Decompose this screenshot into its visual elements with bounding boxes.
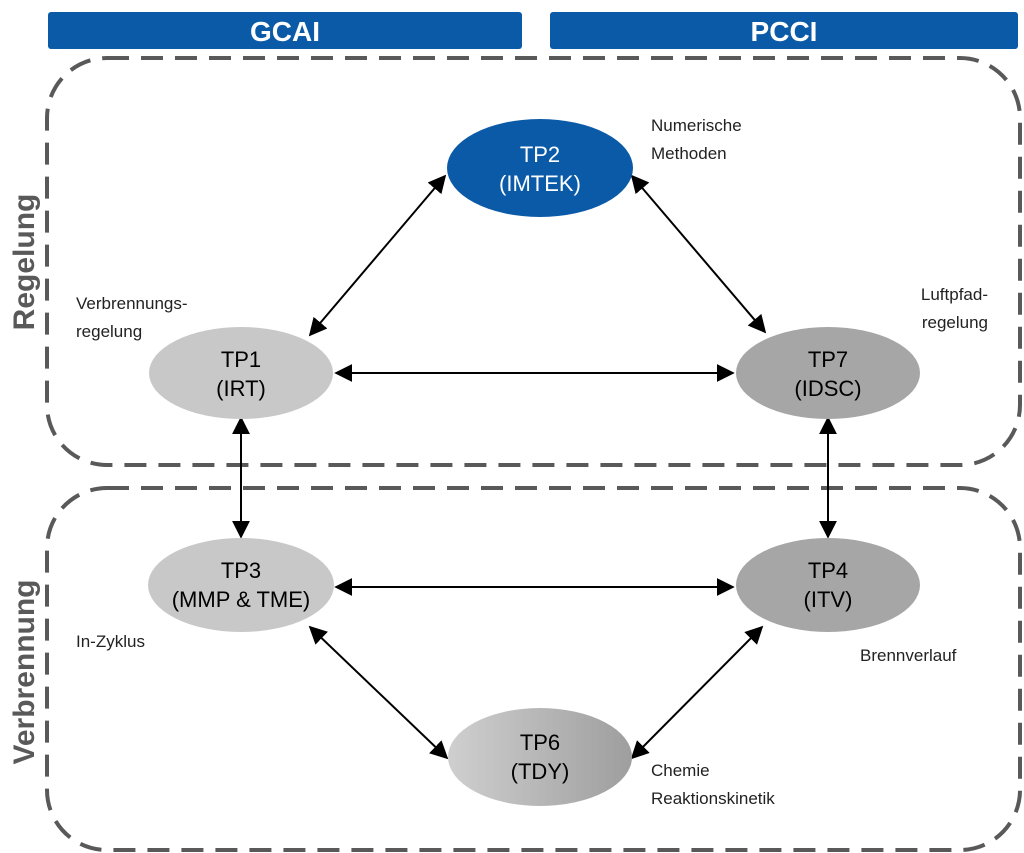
node-tp4-title: TP4 bbox=[808, 558, 848, 583]
note-tp6-line1: Chemie bbox=[651, 761, 710, 780]
note-tp2-line1: Numerische bbox=[651, 116, 742, 135]
node-tp3-title: TP3 bbox=[221, 558, 261, 583]
node-tp7: TP7 (IDSC) bbox=[736, 327, 920, 419]
region-verbrennung-box bbox=[45, 486, 1022, 852]
node-tp4: TP4 (ITV) bbox=[736, 538, 920, 632]
header-pcci-label: PCCI bbox=[751, 16, 818, 47]
node-tp6-title: TP6 bbox=[520, 730, 560, 755]
note-tp3-line1: In-Zyklus bbox=[76, 632, 145, 651]
note-tp4: Brennverlauf bbox=[860, 646, 957, 665]
node-tp2: TP2 (IMTEK) bbox=[447, 119, 633, 217]
header-gcai-label: GCAI bbox=[250, 16, 320, 47]
header-pcci: PCCI bbox=[550, 12, 1018, 49]
note-tp7: Luftpfad- regelung bbox=[921, 285, 988, 332]
node-tp7-title: TP7 bbox=[808, 347, 848, 372]
note-tp1-line1: Verbrennungs- bbox=[76, 294, 188, 313]
arrow-tp2-tp7 bbox=[630, 174, 767, 334]
arrow-tp4-tp6 bbox=[630, 625, 764, 760]
node-tp1: TP1 (IRT) bbox=[149, 327, 333, 419]
note-tp6-line2: Reaktionskinetik bbox=[651, 789, 775, 808]
node-tp6-subtitle: (TDY) bbox=[511, 759, 570, 784]
region-verbrennung-label: Verbrennung bbox=[8, 579, 41, 764]
note-tp3: In-Zyklus bbox=[76, 632, 145, 651]
note-tp2-line2: Methoden bbox=[651, 144, 727, 163]
region-regelung-box bbox=[45, 56, 1022, 467]
node-tp3-subtitle: (MMP & TME) bbox=[172, 587, 311, 612]
node-tp1-title: TP1 bbox=[221, 347, 261, 372]
node-tp2-title: TP2 bbox=[520, 142, 560, 167]
node-tp1-subtitle: (IRT) bbox=[216, 376, 266, 401]
note-tp7-line1: Luftpfad- bbox=[921, 285, 988, 304]
arrow-tp3-tp6 bbox=[308, 625, 449, 760]
note-tp6: Chemie Reaktionskinetik bbox=[651, 761, 775, 808]
region-regelung-label: Regelung bbox=[8, 194, 41, 331]
node-tp6: TP6 (TDY) bbox=[448, 708, 632, 806]
node-tp2-subtitle: (IMTEK) bbox=[499, 171, 581, 196]
note-tp1-line2: regelung bbox=[76, 322, 142, 341]
header-gcai: GCAI bbox=[48, 12, 522, 49]
note-tp2: Numerische Methoden bbox=[651, 116, 742, 163]
note-tp1: Verbrennungs- regelung bbox=[76, 294, 188, 341]
node-tp7-subtitle: (IDSC) bbox=[794, 376, 861, 401]
node-tp4-subtitle: (ITV) bbox=[804, 587, 853, 612]
note-tp4-line1: Brennverlauf bbox=[860, 646, 957, 665]
arrow-tp1-tp2 bbox=[308, 174, 447, 337]
node-tp3: TP3 (MMP & TME) bbox=[148, 538, 334, 632]
note-tp7-line2: regelung bbox=[922, 313, 988, 332]
